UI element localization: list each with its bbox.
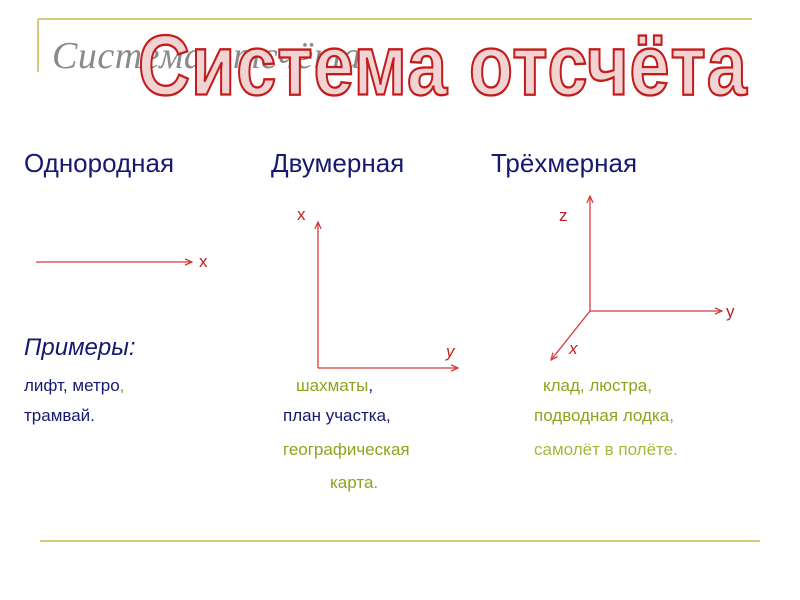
two-d-horizontal-label: y [446, 342, 455, 361]
two-d-vertical-label: x [297, 205, 306, 224]
three-d-vertical-label: z [559, 206, 568, 225]
three-d-example-line1: клад, люстра, [543, 376, 652, 395]
one-d-x-label: x [199, 252, 208, 271]
one-d-example-line2: трамвай. [24, 406, 95, 425]
two-d-example-line1-comma: , [368, 376, 374, 395]
three-d-example-line2: подводная лодка, [534, 406, 674, 425]
one-d-example-line1-text: лифт, метро [24, 376, 120, 395]
three-d-example-line3: самолёт в полёте. [534, 440, 678, 459]
two-d-example-line3: географическая [283, 440, 410, 459]
column-heading-three-dimensional: Трёхмерная [491, 148, 638, 178]
two-d-example-line1-text: шахматы [296, 376, 369, 395]
three-d-diagonal-axis [551, 310, 591, 360]
two-d-example-line2: план участка, [283, 406, 391, 425]
examples-heading: Примеры: [24, 334, 136, 361]
one-d-example-line1: лифт, метро, [24, 376, 124, 396]
column-heading-two-dimensional: Двумерная [271, 148, 405, 178]
main-title: Система отсчёта [137, 18, 748, 115]
two-d-example-line1: шахматы, [296, 376, 373, 396]
one-d-example-line1-comma: , [119, 376, 125, 395]
ghost-title: Система отсчёта [52, 35, 362, 77]
three-d-horizontal-label: y [726, 302, 735, 321]
two-d-example-line4: карта. [330, 473, 379, 492]
three-d-diagonal-label: x [569, 339, 578, 358]
column-heading-homogeneous: Однородная [24, 148, 175, 178]
